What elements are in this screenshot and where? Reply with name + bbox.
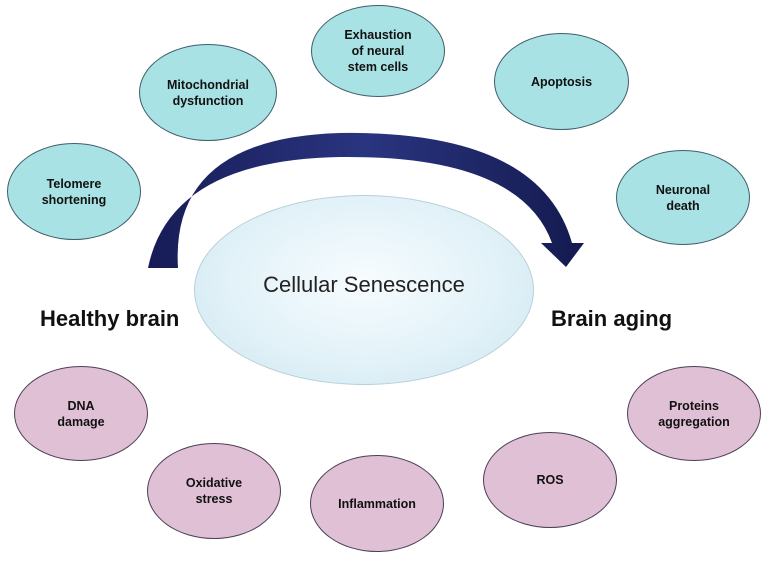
oxidative-stress-label: Oxidative stress <box>185 476 243 506</box>
brain-aging-label: Brain aging <box>551 306 673 331</box>
healthy-brain-label: Healthy brain <box>40 306 180 331</box>
proteins-aggregation-bubble: Proteins aggregation <box>627 366 761 461</box>
apoptosis-bubble: Apoptosis <box>494 33 629 130</box>
neuronal-death-bubble: Neuronal death <box>616 150 750 245</box>
ros-label: ROS <box>536 473 564 487</box>
mitochondrial-dysfunction-bubble: Mitochondrial dysfunction <box>139 44 277 141</box>
dna-damage-label: DNA damage <box>57 398 105 429</box>
ros-bubble: ROS <box>483 432 617 528</box>
cellular-senescence-label: Cellular Senescence <box>263 272 465 297</box>
inflammation-label: Inflammation <box>338 496 416 511</box>
arrow-shape <box>148 132 584 268</box>
cellular-senescence-ellipse <box>194 195 534 385</box>
apoptosis-label: Apoptosis <box>530 74 593 89</box>
dna-damage-bubble: DNA damage <box>14 366 148 461</box>
proteins-aggregation-label: Proteins aggregation <box>658 398 730 429</box>
neuronal-death-label: Neuronal death <box>655 182 711 213</box>
telomere-shortening-bubble: Telomere shortening <box>7 143 141 240</box>
mitochondrial-dysfunction-label: Mitochondrial dysfunction <box>167 77 249 108</box>
inflammation-bubble: Inflammation <box>310 455 444 552</box>
telomere-shortening-label: Telomere shortening <box>41 176 107 207</box>
oxidative-stress-bubble: Oxidative stress <box>147 443 281 539</box>
neural-stem-cell-exhaustion-bubble: Exhaustion of neural stem cells <box>311 5 445 97</box>
neural-stem-cell-exhaustion-label: Exhaustion of neural stem cells <box>344 28 412 74</box>
